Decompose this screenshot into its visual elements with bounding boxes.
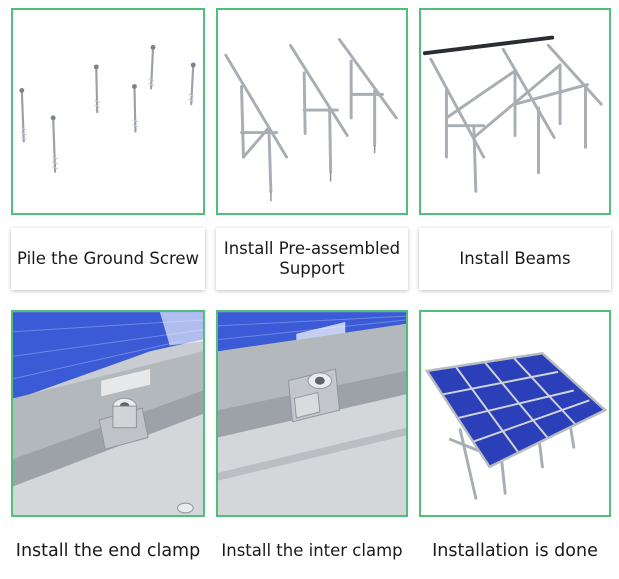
ground-screws-image: [19, 44, 196, 173]
step-5-label: Install the inter clamp: [221, 541, 403, 561]
step-2-label: Install Pre-assembled Support: [223, 239, 401, 278]
step-1-illustration: [11, 8, 205, 215]
step-3-caption: Install Beams: [419, 228, 611, 290]
step-5-illustration: [216, 310, 408, 517]
step-4-label: Install the end clamp: [15, 540, 201, 561]
step-4-illustration: [11, 310, 205, 517]
step-1-label: Pile the Ground Screw: [16, 249, 200, 269]
step-2-illustration: [216, 8, 408, 215]
beams-frame-image: [422, 35, 603, 193]
end-clamp-image: [13, 312, 203, 515]
step-3-label: Install Beams: [459, 249, 571, 269]
step-5-caption: Install the inter clamp: [216, 527, 408, 575]
step-6-illustration: [419, 310, 611, 517]
step-6-caption: Installation is done: [419, 527, 611, 575]
support-frames-image: [224, 38, 398, 202]
step-2-caption: Install Pre-assembled Support: [216, 228, 408, 290]
step-1-caption: Pile the Ground Screw: [11, 228, 205, 290]
inter-clamp-image: [218, 312, 406, 515]
step-6-label: Installation is done: [432, 540, 598, 561]
step-3-illustration: [419, 8, 611, 215]
finished-solar-array-image: [424, 351, 608, 500]
step-4-caption: Install the end clamp: [11, 527, 205, 575]
